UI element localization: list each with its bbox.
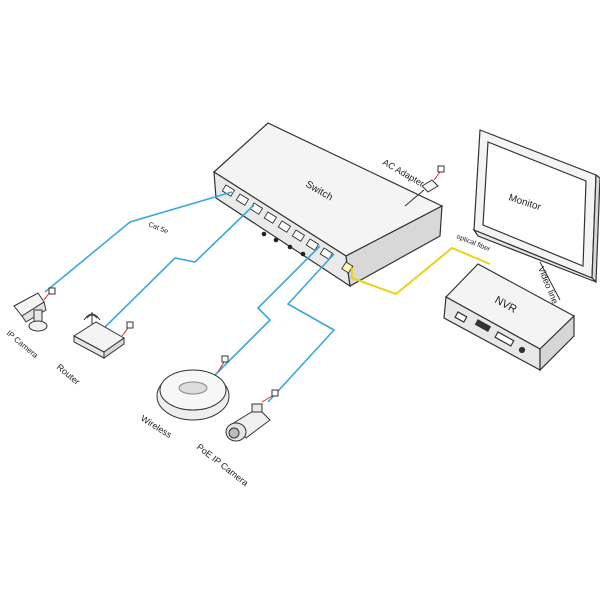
switch-icon: Switch bbox=[213, 122, 444, 288]
nvr-icon: NVR bbox=[443, 263, 576, 372]
cable-ip-camera bbox=[44, 191, 233, 293]
poe-camera-icon bbox=[225, 389, 279, 442]
router-label: Router bbox=[55, 362, 82, 387]
cat5e-label: Cat 5e bbox=[147, 221, 169, 235]
cable-router bbox=[99, 204, 255, 333]
wireless-ap-icon bbox=[156, 355, 230, 421]
optical-fiber-cable bbox=[351, 246, 491, 296]
ip-camera-label: IP Camera bbox=[5, 329, 40, 361]
video-line-cable bbox=[539, 261, 561, 301]
more-ports-ellipsis bbox=[261, 231, 306, 257]
poe-camera-label: PoE IP Camera bbox=[195, 442, 250, 488]
cable-wireless bbox=[209, 245, 321, 381]
ac-adapter-icon bbox=[404, 165, 445, 207]
wireless-label: Wireless bbox=[139, 413, 174, 440]
monitor-icon: Monitor bbox=[472, 129, 600, 284]
ip-camera-icon bbox=[13, 287, 56, 332]
router-icon bbox=[73, 312, 134, 359]
cable-poe-camera bbox=[267, 253, 336, 403]
